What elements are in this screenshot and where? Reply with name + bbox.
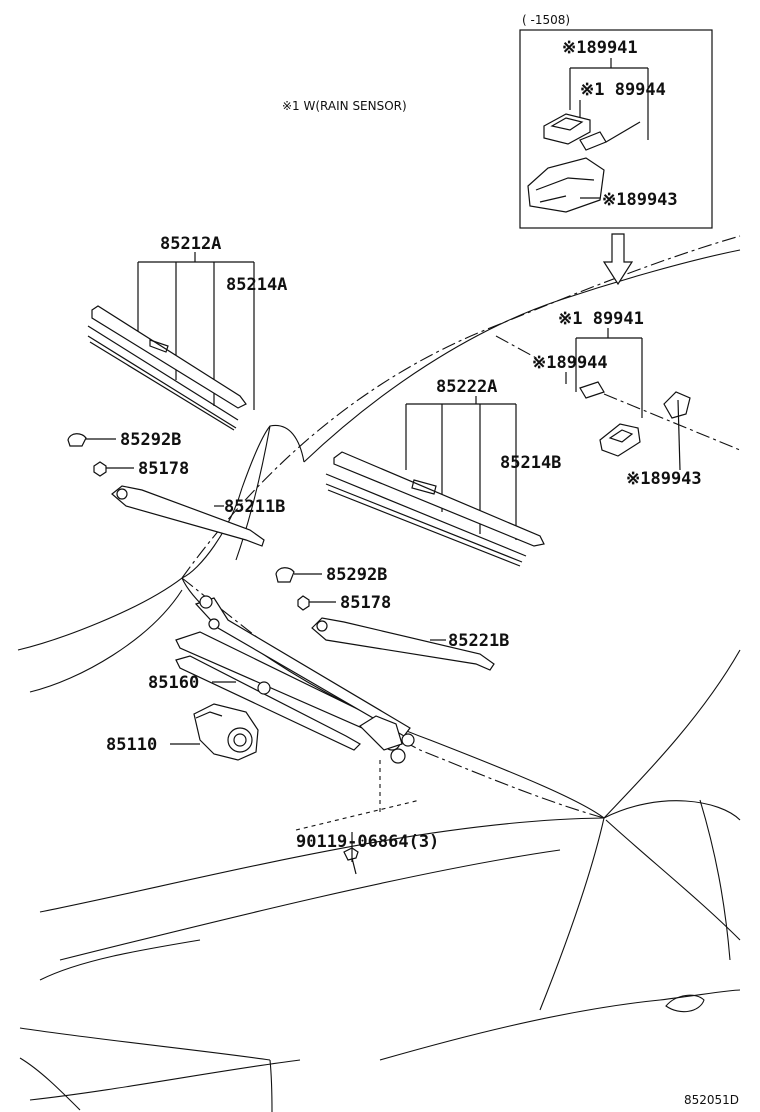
arm-1-group: 85292B 85178 85211B [67, 430, 285, 547]
label-85214b: 85214B [500, 453, 561, 473]
cap-2 [275, 567, 295, 583]
arm-2 [311, 617, 495, 671]
label-85178-1: 85178 [138, 459, 189, 479]
cap-1 [67, 433, 87, 447]
link-rod-3 [175, 655, 361, 751]
nut-1 [93, 461, 107, 477]
sensor-label-89943: ※189943 [626, 469, 702, 489]
rain-sensor-note: ※1 W(RAIN SENSOR) [282, 99, 407, 113]
rain-sensor-group: ※1 89941 ※189944 ※189943 [495, 309, 741, 489]
figure-code: 852051D [684, 1093, 739, 1107]
inset-label-89941: ※189941 [562, 38, 638, 58]
label-85222a: 85222A [436, 377, 497, 397]
label-90119: 90119-06864(3) [296, 832, 439, 852]
blade-a [91, 305, 247, 409]
label-85292b-1: 85292B [120, 430, 181, 450]
inset-frame [519, 29, 713, 229]
label-85214a: 85214A [226, 275, 287, 295]
sensor-label-89941: ※1 89941 [558, 309, 644, 329]
sensor-label-89944: ※189944 [532, 353, 608, 373]
vehicle-body-outline [17, 235, 741, 1112]
motor-group: 85110 [106, 703, 259, 761]
sensor-gel-pad [579, 381, 605, 399]
inset-label-89944: ※1 89944 [580, 80, 666, 100]
inset-range: ( -1508) [522, 13, 570, 27]
inset-bracket [527, 157, 605, 213]
arm-2-group: 85292B 85178 85221B [275, 565, 509, 671]
bolt-group: 90119-06864(3) [296, 832, 439, 875]
label-85292b-2: 85292B [326, 565, 387, 585]
label-85160: 85160 [148, 673, 199, 693]
label-85178-2: 85178 [340, 593, 391, 613]
label-85221b: 85221B [448, 631, 509, 651]
bolt [343, 847, 359, 861]
link-rod-2 [194, 597, 411, 737]
arm-1 [111, 485, 265, 547]
inset-arrow [602, 233, 634, 286]
sensor-bracket [663, 391, 691, 419]
inset-label-89943: ※189943 [602, 190, 678, 210]
linkage-group: 85160 [148, 595, 415, 764]
label-85211b: 85211B [224, 497, 285, 517]
nut-2 [297, 595, 310, 611]
blade-b [333, 451, 545, 547]
blade-a-group: 85212A 85214A [87, 234, 287, 431]
label-85110: 85110 [106, 735, 157, 755]
label-85212a: 85212A [160, 234, 221, 254]
rain-sensor-inset: ( -1508) ※189941 ※1 89944 ※189943 [519, 13, 713, 229]
blade-b-group: 85222A 85214B [325, 377, 561, 567]
